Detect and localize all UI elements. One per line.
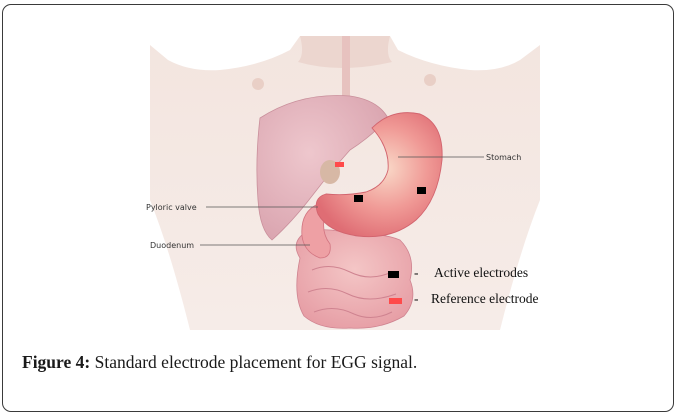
legend-reference-dash: -	[414, 291, 419, 306]
duodenum-label: Duodenum	[150, 241, 194, 250]
legend-reference-swatch	[389, 298, 402, 304]
legend-reference-label: Reference electrode	[431, 291, 539, 306]
left-chest	[252, 78, 264, 90]
legend-active-dash: -	[414, 265, 419, 280]
right-chest	[424, 74, 436, 86]
figure-caption: Figure 4: Standard electrode placement f…	[22, 352, 417, 373]
active-electrode-marker-1	[354, 195, 363, 202]
figure-caption-label: Figure 4:	[22, 352, 90, 372]
reference-electrode-marker	[335, 162, 344, 167]
stomach-label: Stomach	[486, 153, 521, 162]
active-electrode-marker-2	[417, 187, 426, 194]
legend-active-swatch	[388, 271, 399, 278]
legend-active-label: Active electrodes	[434, 265, 528, 280]
pyloric-valve-label: Pyloric valve	[146, 203, 197, 212]
figure-caption-text: Standard electrode placement for EGG sig…	[95, 352, 418, 372]
